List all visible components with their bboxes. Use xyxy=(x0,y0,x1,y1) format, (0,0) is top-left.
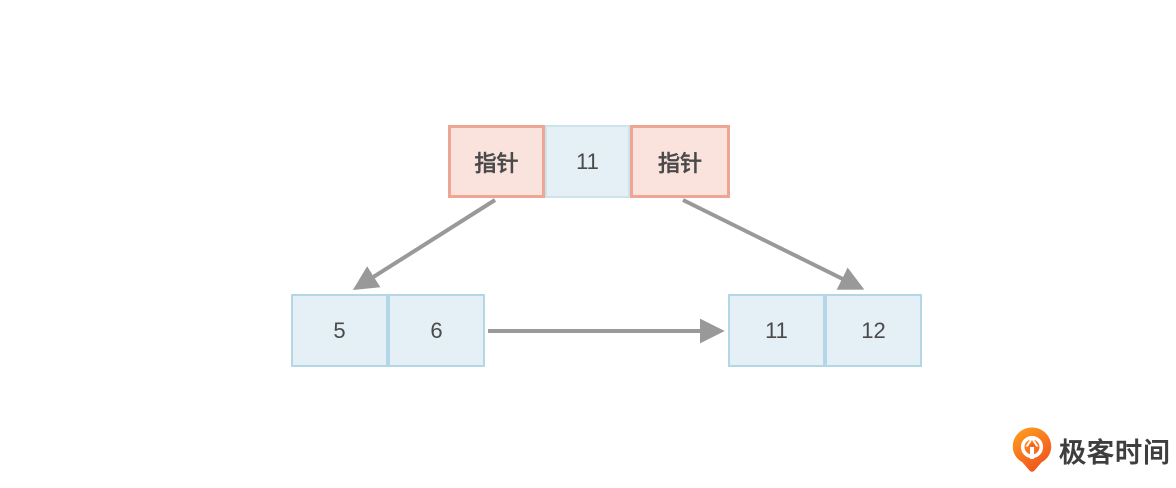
edge-root-to-left-leaf-arrow xyxy=(352,198,497,290)
leaf-right-key-cell-1: 11 xyxy=(728,294,825,367)
geektime-logo: 极客时间 xyxy=(1012,427,1171,473)
leaf-node-right: 11 12 xyxy=(728,294,922,367)
geektime-pin-icon xyxy=(1012,427,1052,472)
leaf-right-key-cell-2: 12 xyxy=(825,294,922,367)
leaf-node-left: 5 6 xyxy=(291,294,485,367)
root-pointer-cell-left: 指针 xyxy=(448,125,545,198)
edge-root-to-right-leaf-arrow xyxy=(682,198,865,290)
root-key-cell: 11 xyxy=(545,125,630,198)
root-node: 指针 11 指针 xyxy=(448,125,730,198)
geektime-logo-text: 极客时间 xyxy=(1059,437,1171,468)
leaf-left-key-cell-1: 5 xyxy=(291,294,388,367)
leaf-left-key-cell-2: 6 xyxy=(388,294,485,367)
root-pointer-cell-right: 指针 xyxy=(630,125,730,198)
